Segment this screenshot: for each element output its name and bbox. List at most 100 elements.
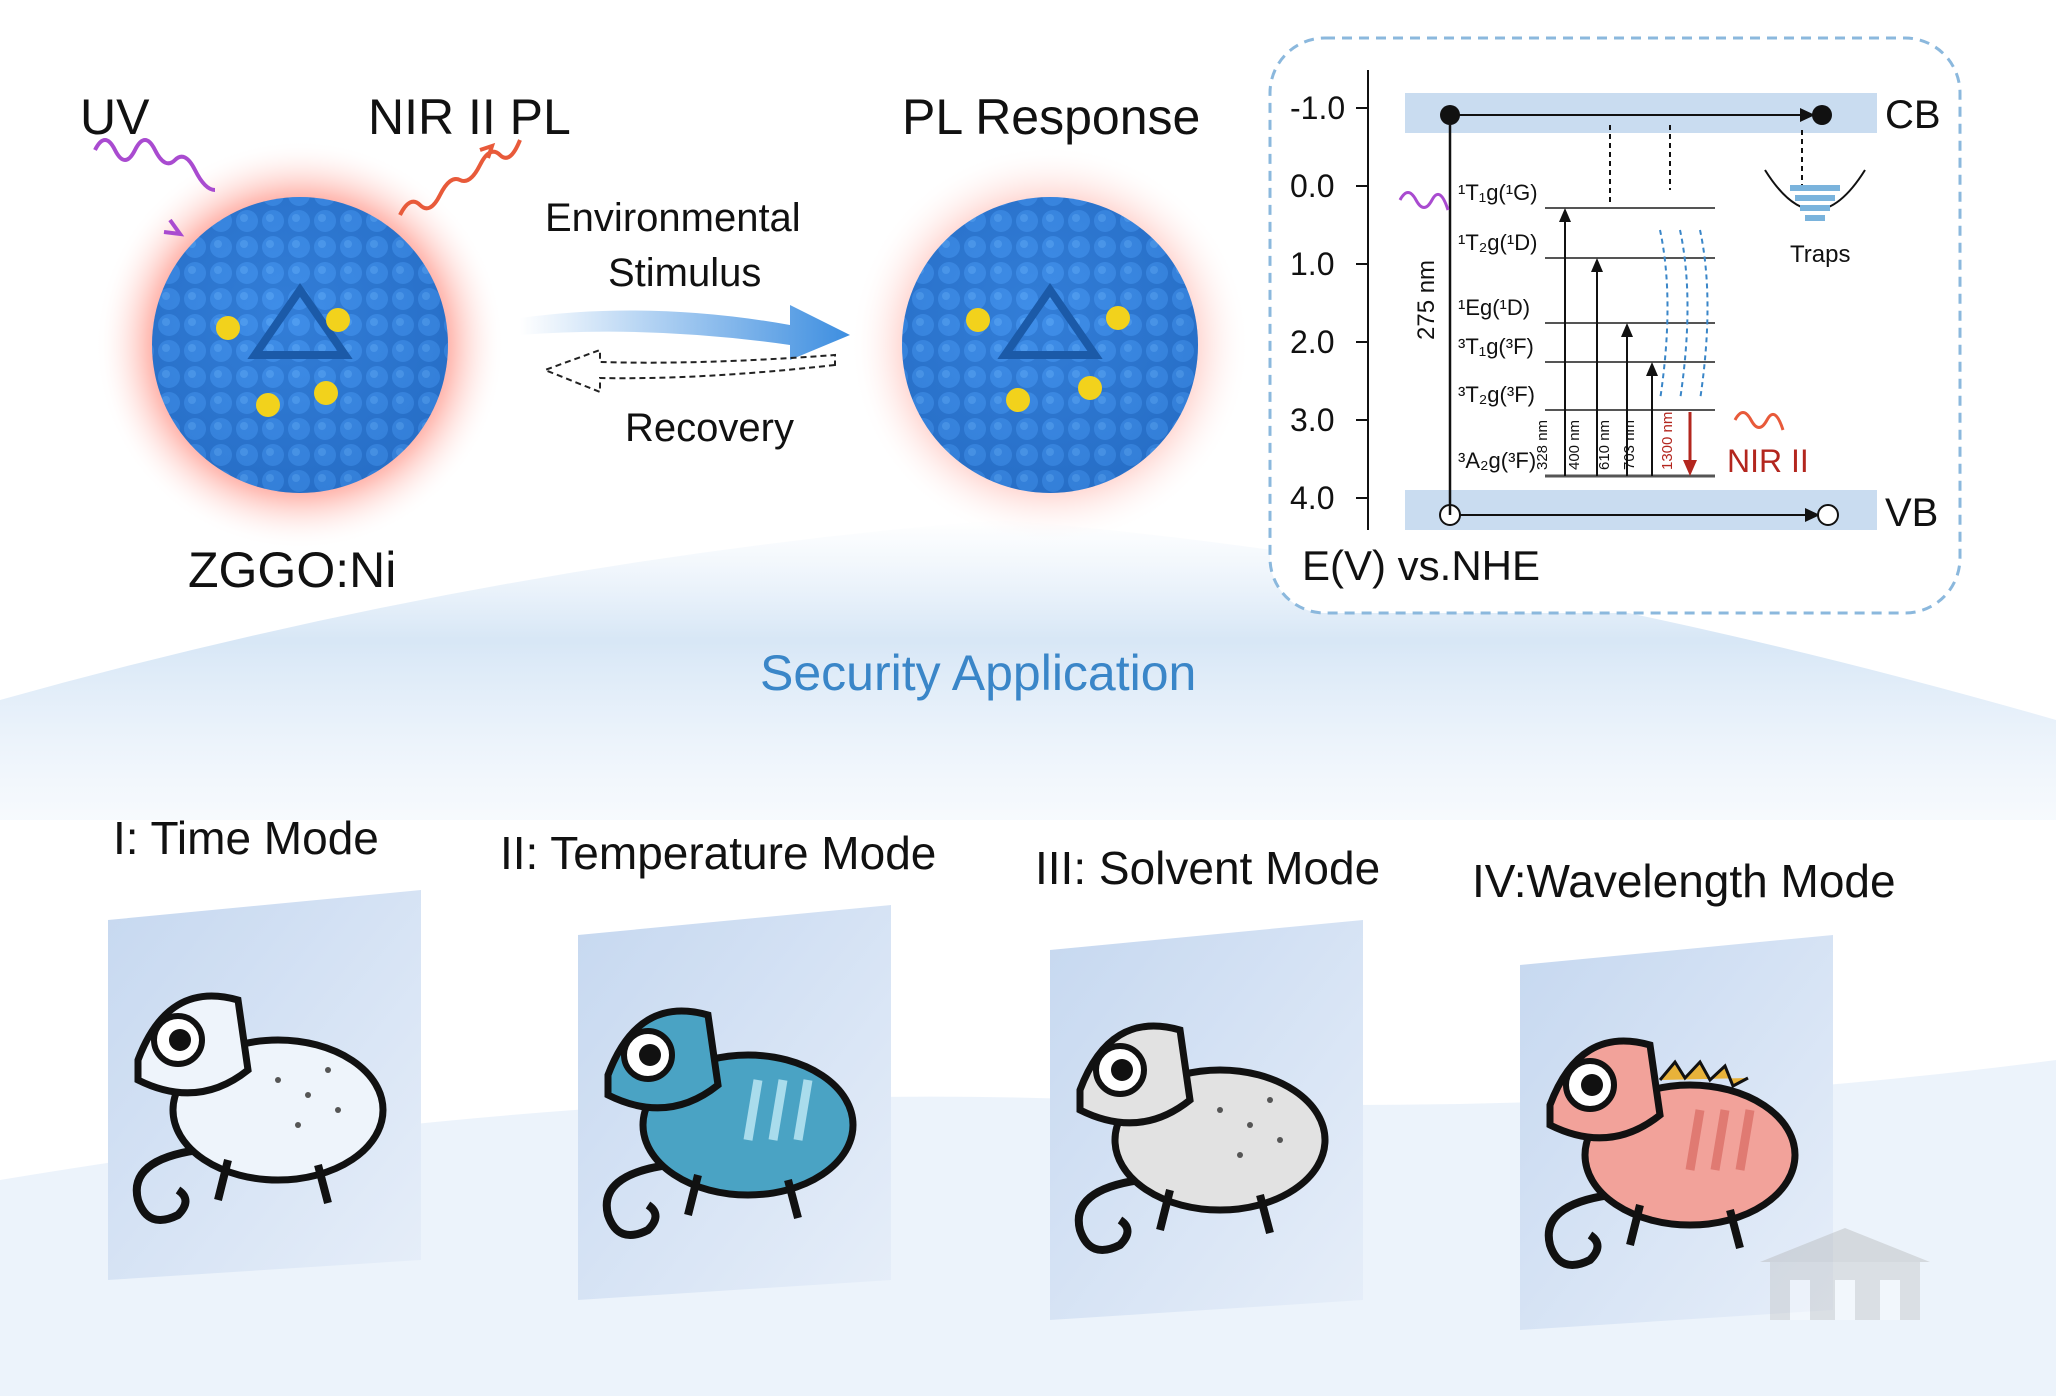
- nir-emission-arrowhead: [1683, 460, 1697, 476]
- y-tick-label: -1.0: [1290, 90, 1346, 126]
- vb-hole-right: [1817, 504, 1839, 526]
- chameleon-legs: [1626, 1204, 1744, 1250]
- nir-arrowhead-icon: [479, 142, 496, 159]
- cb-electron-right: [1812, 105, 1832, 125]
- chameleon-spot: [1247, 1122, 1253, 1128]
- transition-label: 328 nm: [1534, 419, 1551, 470]
- y-tick-label: 2.0: [1290, 324, 1335, 360]
- chameleon-tail: [602, 1161, 669, 1239]
- cb-band: [1405, 93, 1877, 133]
- chameleon-tail: [1544, 1191, 1611, 1269]
- cb-label: CB: [1885, 93, 1941, 137]
- chameleon-spot: [1217, 1107, 1223, 1113]
- stimulus-arrow: [520, 305, 850, 360]
- trap-release-arrow: [1659, 229, 1669, 401]
- stimulus-label-line1: Environmental: [545, 196, 801, 240]
- trap-level: [1790, 185, 1840, 191]
- trap-level: [1795, 195, 1835, 201]
- transition-label: 610 nm: [1596, 419, 1613, 470]
- recovery-label: Recovery: [625, 406, 794, 450]
- cb-electron-left: [1440, 105, 1460, 125]
- uv-label: UV: [80, 89, 150, 145]
- transition-label: 400 nm: [1566, 419, 1583, 470]
- nanoparticle-glowing: [95, 140, 505, 550]
- chameleon-crest: [1658, 1059, 1749, 1089]
- excitation-label: 275 nm: [1413, 259, 1440, 340]
- nanoparticle-response: [850, 145, 1250, 545]
- chameleon-legs: [214, 1159, 332, 1205]
- panel-nir-icon: [1733, 411, 1785, 431]
- security-card: [578, 905, 891, 1300]
- vb-label: VB: [1885, 491, 1939, 535]
- vb-band: [1405, 490, 1877, 530]
- transition-arrowhead: [1591, 258, 1603, 272]
- chameleon-icon: [1074, 1022, 1329, 1254]
- energy-level-label: ¹T₂g(¹D): [1458, 230, 1538, 255]
- transition-arrowhead: [1559, 208, 1571, 222]
- vb-arrowhead: [1805, 508, 1820, 522]
- transition-arrowhead: [1621, 323, 1633, 337]
- chameleon-spot: [1237, 1152, 1243, 1158]
- transition-label: 703 nm: [1621, 419, 1638, 470]
- mode-title-4: IV:Wavelength Mode: [1472, 855, 1896, 907]
- trap-level: [1800, 205, 1830, 211]
- chameleon-stripe: [1710, 1109, 1730, 1171]
- trap-release-arrow: [1679, 229, 1689, 401]
- chameleon-spot: [325, 1067, 331, 1073]
- haze-band-top: [0, 520, 2056, 820]
- y-tick-label: 3.0: [1290, 402, 1335, 438]
- energy-level-label: ¹Eg(¹D): [1458, 295, 1531, 320]
- chameleon-spot: [1277, 1137, 1283, 1143]
- trap-release-arrow: [1699, 229, 1709, 401]
- chameleon-icon: [1544, 1037, 1799, 1269]
- nir2-label: NIR II: [1727, 443, 1809, 479]
- chameleon-pupil: [1581, 1074, 1603, 1096]
- y-tick-label: 4.0: [1290, 480, 1335, 516]
- uv-wave-icon: [93, 138, 216, 192]
- pl-response-label: PL Response: [902, 89, 1201, 145]
- chameleon-tail: [132, 1146, 199, 1224]
- chameleon-legs: [684, 1174, 802, 1220]
- nir-pl-label: NIR II PL: [368, 89, 571, 145]
- chameleon-stripe: [743, 1079, 763, 1141]
- traps-label: Traps: [1790, 241, 1851, 268]
- chameleon-spot: [275, 1077, 281, 1083]
- y-tick-label: 0.0: [1290, 168, 1335, 204]
- chameleon-icon: [602, 1007, 857, 1239]
- security-title: Security Application: [760, 645, 1197, 701]
- chameleon-stripe: [1735, 1109, 1755, 1171]
- watermark-building-icon: [1760, 1228, 1930, 1320]
- chameleon-icon: [132, 992, 387, 1224]
- cb-arrowhead: [1800, 108, 1815, 122]
- security-card: [108, 890, 421, 1280]
- uv-arrowhead-icon: [163, 218, 185, 237]
- mode-title-3: III: Solvent Mode: [1035, 842, 1381, 894]
- chameleon-stripe: [1685, 1109, 1705, 1171]
- material-label: ZGGO:Ni: [188, 542, 397, 598]
- energy-level-label: ³T₂g(³F): [1458, 382, 1535, 407]
- chameleon-spot: [335, 1107, 341, 1113]
- nir-wave-icon: [398, 139, 522, 216]
- mode-title-1: I: Time Mode: [113, 812, 379, 864]
- transition-label: 1300 nm: [1659, 411, 1676, 470]
- transition-arrowhead: [1646, 362, 1658, 376]
- security-card: [1050, 920, 1363, 1320]
- chameleon-pupil: [1111, 1059, 1133, 1081]
- energy-level-diagram: [1356, 70, 1877, 530]
- chameleon-spot: [1267, 1097, 1273, 1103]
- y-tick-label: 1.0: [1290, 246, 1335, 282]
- mode-title-2: II: Temperature Mode: [500, 827, 937, 879]
- energy-axis-label: E(V) vs.NHE: [1302, 542, 1541, 589]
- energy-panel-frame: [1268, 36, 1962, 615]
- chameleon-pupil: [169, 1029, 191, 1051]
- chameleon-stripe: [768, 1079, 788, 1141]
- security-card: [1520, 935, 1833, 1330]
- chameleon-tail: [1074, 1176, 1141, 1254]
- chameleon-spot: [305, 1092, 311, 1098]
- trap-level: [1805, 215, 1825, 221]
- chameleon-spot: [295, 1122, 301, 1128]
- chameleon-legs: [1156, 1189, 1274, 1235]
- recovery-arrow: [542, 348, 836, 394]
- energy-level-label: ¹T₁g(¹G): [1458, 180, 1538, 205]
